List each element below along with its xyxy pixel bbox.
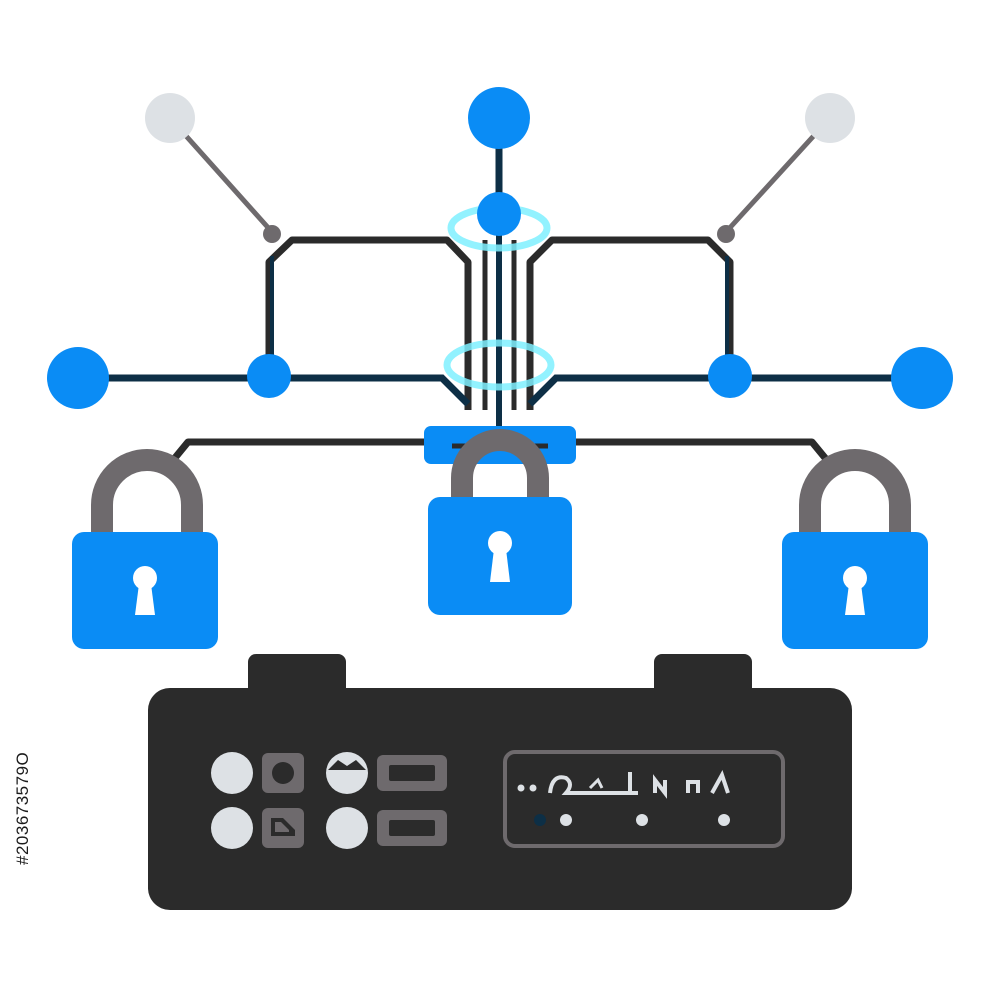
network-node-icon xyxy=(247,354,291,398)
left-antenna xyxy=(145,93,281,243)
keyhole-icon xyxy=(488,531,512,582)
network-node-icon xyxy=(708,354,752,398)
stock-id-label: #203673579O xyxy=(13,751,32,865)
center-lanes xyxy=(482,215,517,440)
network-node-icon xyxy=(891,347,953,409)
status-led xyxy=(636,814,648,826)
device-port xyxy=(262,753,304,793)
padlock-icon xyxy=(782,449,928,649)
device-port xyxy=(377,810,447,846)
keyhole-icon xyxy=(133,566,157,615)
device-port xyxy=(326,807,368,849)
left-upper-circuit xyxy=(265,236,472,410)
status-led xyxy=(534,814,546,826)
padlock-icon xyxy=(428,429,572,615)
device-port xyxy=(326,752,368,794)
network-node-icon xyxy=(47,347,109,409)
padlock-icon xyxy=(72,449,218,649)
device-port xyxy=(262,808,304,848)
device-display-panel xyxy=(503,750,785,848)
device-port xyxy=(211,752,253,794)
right-upper-circuit xyxy=(526,236,734,410)
lower-glow-ring xyxy=(443,339,555,391)
status-led xyxy=(560,814,572,826)
right-antenna xyxy=(717,93,855,243)
network-node-icon xyxy=(468,87,530,149)
status-led xyxy=(718,814,730,826)
router-box-icon xyxy=(148,654,852,910)
device-port xyxy=(377,755,447,791)
device-port xyxy=(211,807,253,849)
keyhole-icon xyxy=(843,566,867,615)
middle-horizontal-line xyxy=(78,374,922,407)
network-node-icon xyxy=(477,192,521,236)
